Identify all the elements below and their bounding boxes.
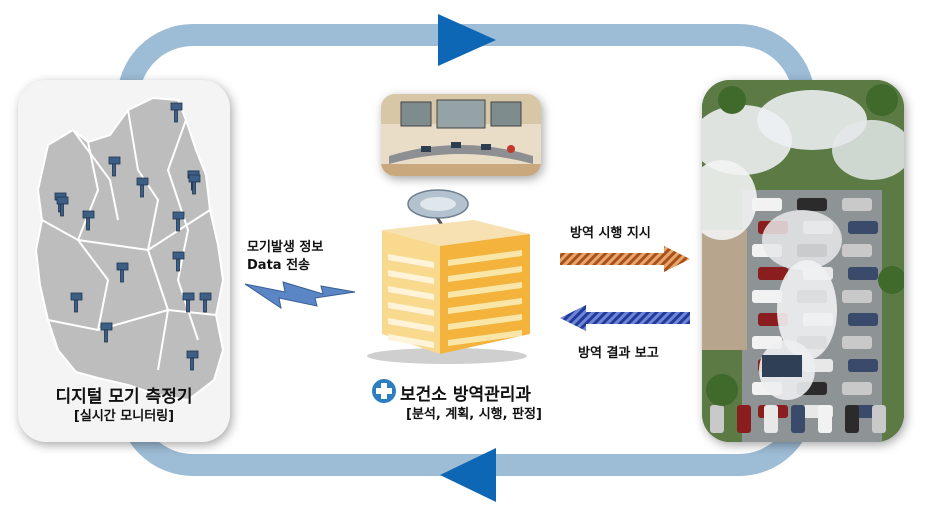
sensor-panel-title: 디지털 모기 측정기 [55, 387, 193, 407]
org-name: 보건소 방역관리과 [400, 385, 532, 405]
fumigation-photo [702, 80, 904, 442]
sensor-marker-icon [170, 102, 183, 123]
report-arrow-icon [560, 305, 690, 331]
order-label: 방역 시행 지시 [570, 226, 651, 241]
sensor-marker-icon [188, 174, 201, 195]
sensor-marker-icon [186, 350, 199, 371]
lightning-bolt-icon [245, 281, 356, 310]
control-room-photo [381, 94, 541, 176]
health-cross-icon [372, 379, 396, 403]
sensor-marker-icon [70, 292, 83, 313]
cycle-arrow-left-icon [440, 448, 496, 502]
sensor-marker-icon [82, 210, 95, 231]
sensor-marker-icon [56, 196, 69, 217]
sensor-marker-icon [182, 292, 195, 313]
sensor-marker-icon [172, 211, 185, 232]
data-transfer-line2: Data 전송 [247, 258, 310, 273]
sensor-marker-icon [108, 156, 121, 177]
org-tasks: [분석, 계획, 시행, 판정] [406, 407, 542, 422]
order-arrow-icon [560, 246, 690, 272]
district-map [34, 96, 225, 402]
sensor-map-panel: 디지털 모기 측정기 [실시간 모니터링] [18, 80, 230, 442]
sensor-marker-icon [172, 251, 185, 272]
report-label: 방역 결과 보고 [578, 346, 659, 361]
sensor-marker-icon [116, 262, 129, 283]
data-transfer-line1: 모기발생 정보 [247, 240, 324, 255]
sensor-marker-icon [199, 292, 212, 313]
sensor-marker-icon [100, 322, 113, 343]
building-icon [367, 189, 530, 364]
sensor-panel-subtitle: [실시간 모니터링] [73, 409, 175, 424]
sensor-marker-icon [136, 177, 149, 198]
cycle-arrow-right-icon [438, 14, 496, 66]
